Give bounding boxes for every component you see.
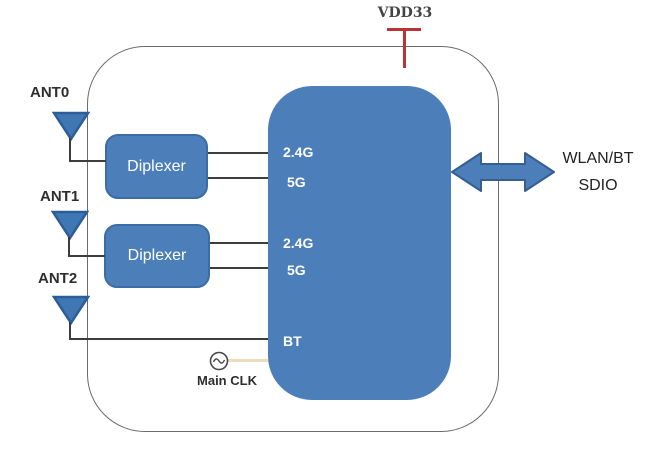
wlan-bt-chip [268, 86, 451, 400]
vdd33-label: VDD33 [377, 5, 433, 21]
ant2-stem-wire [69, 322, 71, 340]
ant2-bt-wire [69, 338, 268, 340]
chip-port-5g-a: 5G [287, 174, 306, 190]
main-clk-label: Main CLK [197, 373, 257, 388]
power-rail-stem [403, 28, 406, 68]
clock-wire [226, 359, 268, 362]
ant0-wire [69, 160, 106, 162]
diplexer-1-label: Diplexer [127, 157, 186, 175]
ant1-stem-wire [68, 237, 70, 257]
diplexer-1: Diplexer [105, 134, 208, 199]
chip-port-2g4-b: 2.4G [283, 235, 314, 251]
antenna-icon [51, 210, 89, 240]
chip-port-bt: BT [283, 333, 302, 349]
ant2-label: ANT2 [38, 270, 78, 287]
diplexer2-5g-wire [210, 267, 268, 269]
chip-port-2g4-a: 2.4G [283, 144, 314, 160]
chip-port-5g-b: 5G [287, 262, 306, 278]
ant0-label: ANT0 [30, 84, 70, 101]
oscillator-icon [209, 351, 229, 371]
ant0-stem-wire [69, 138, 71, 162]
diplexer1-2g4-wire [208, 152, 268, 154]
diplexer-2-label: Diplexer [127, 247, 187, 264]
ant1-wire [68, 255, 105, 257]
ant1-label: ANT1 [40, 188, 80, 205]
sdio-label-line2: SDIO [578, 177, 618, 194]
antenna-icon [52, 295, 90, 325]
sdio-interface-label: WLAN/BT SDIO [556, 145, 640, 199]
diplexer-2: Diplexer [104, 224, 210, 288]
diplexer2-2g4-wire [210, 242, 268, 244]
antenna-icon [52, 111, 90, 141]
diplexer1-5g-wire [208, 177, 268, 179]
bidirectional-arrow-icon [451, 152, 555, 192]
sdio-label-line1: WLAN/BT [562, 150, 634, 167]
